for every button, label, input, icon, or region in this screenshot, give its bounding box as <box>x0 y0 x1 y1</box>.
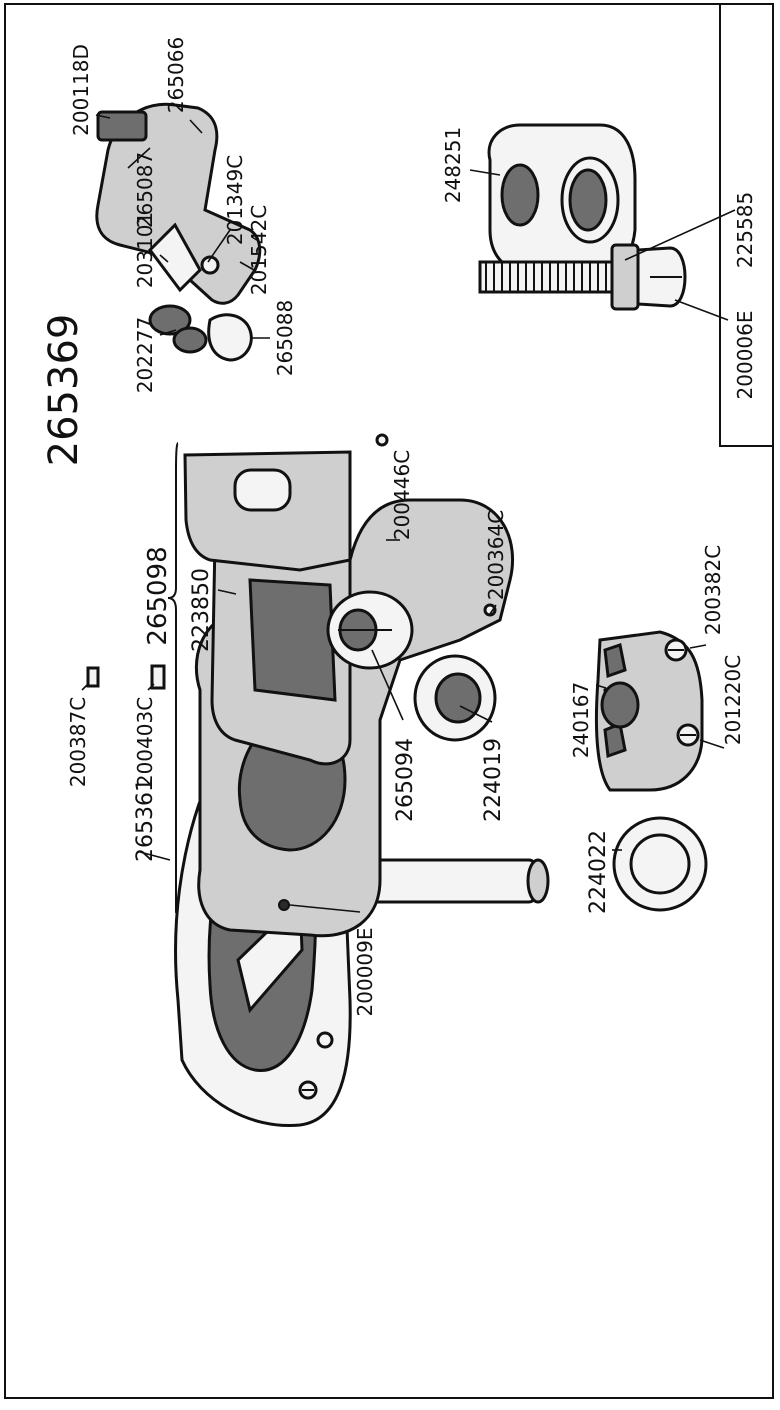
label-201220C: 201220C <box>721 655 745 745</box>
washer-224022-drawing <box>612 816 708 912</box>
leader-201349C <box>207 229 231 263</box>
leader-248251 <box>469 169 501 176</box>
inset-box <box>719 4 773 447</box>
label-240167: 240167 <box>569 682 593 758</box>
label-201542C: 201542C <box>247 205 271 295</box>
bobbin-guard-drawing <box>95 102 262 362</box>
leader-265094 <box>371 649 404 721</box>
label-203101: 203101 <box>133 212 157 288</box>
hook-saddle-drawing <box>183 433 515 938</box>
label-200382C: 200382C <box>701 545 725 635</box>
leader-202277 <box>159 329 177 336</box>
label-265088: 265088 <box>273 300 297 376</box>
screw-200006E-drawing <box>478 243 687 311</box>
label-265094: 265094 <box>393 738 418 822</box>
leader-200382C <box>689 644 707 649</box>
label-265087: 265087 <box>133 152 157 228</box>
label-201349C: 201349C <box>223 155 247 245</box>
leader-265361 <box>139 851 171 861</box>
label-224019: 224019 <box>481 738 506 822</box>
label-248251: 248251 <box>441 127 465 203</box>
leader-223850 <box>217 589 237 595</box>
label-225585: 225585 <box>733 192 757 268</box>
label-223850: 223850 <box>189 568 214 652</box>
label-200364C: 200364C <box>484 510 508 600</box>
subassembly-number: 265098 <box>143 546 173 645</box>
label-224022: 224022 <box>586 830 611 914</box>
leader-200009E <box>289 904 361 913</box>
label-200006E: 200006E <box>733 311 757 400</box>
label-200446C: 200446C <box>390 450 414 540</box>
leader-265066 <box>189 119 203 134</box>
leader-200118D <box>95 114 111 119</box>
label-200118D: 200118D <box>69 44 93 136</box>
leader-225585 <box>624 209 736 261</box>
collar-248251-drawing <box>487 123 637 274</box>
label-200009E: 200009E <box>353 928 377 1017</box>
screw-200387C-drawing <box>86 666 100 688</box>
label-265361: 265361 <box>133 778 158 862</box>
leader-200364C <box>489 604 497 615</box>
leader-265087 <box>127 147 151 169</box>
screw-200403C-drawing <box>150 664 166 690</box>
page-frame <box>4 3 774 1399</box>
leader-200006E <box>674 299 729 321</box>
leader-200403C <box>147 683 155 691</box>
assembly-number: 265369 <box>41 314 87 467</box>
leader-203101 <box>159 254 169 263</box>
leader-240167 <box>595 684 607 689</box>
label-200403C: 200403C <box>133 697 157 787</box>
leader-201220C <box>699 739 725 749</box>
label-200387C: 200387C <box>66 697 90 787</box>
gear-240167-drawing <box>594 630 704 792</box>
label-265066: 265066 <box>164 37 188 113</box>
label-202277: 202277 <box>133 317 157 393</box>
leader-201542C <box>239 261 255 271</box>
leader-200387C <box>81 683 89 691</box>
leader-224019 <box>459 705 493 723</box>
